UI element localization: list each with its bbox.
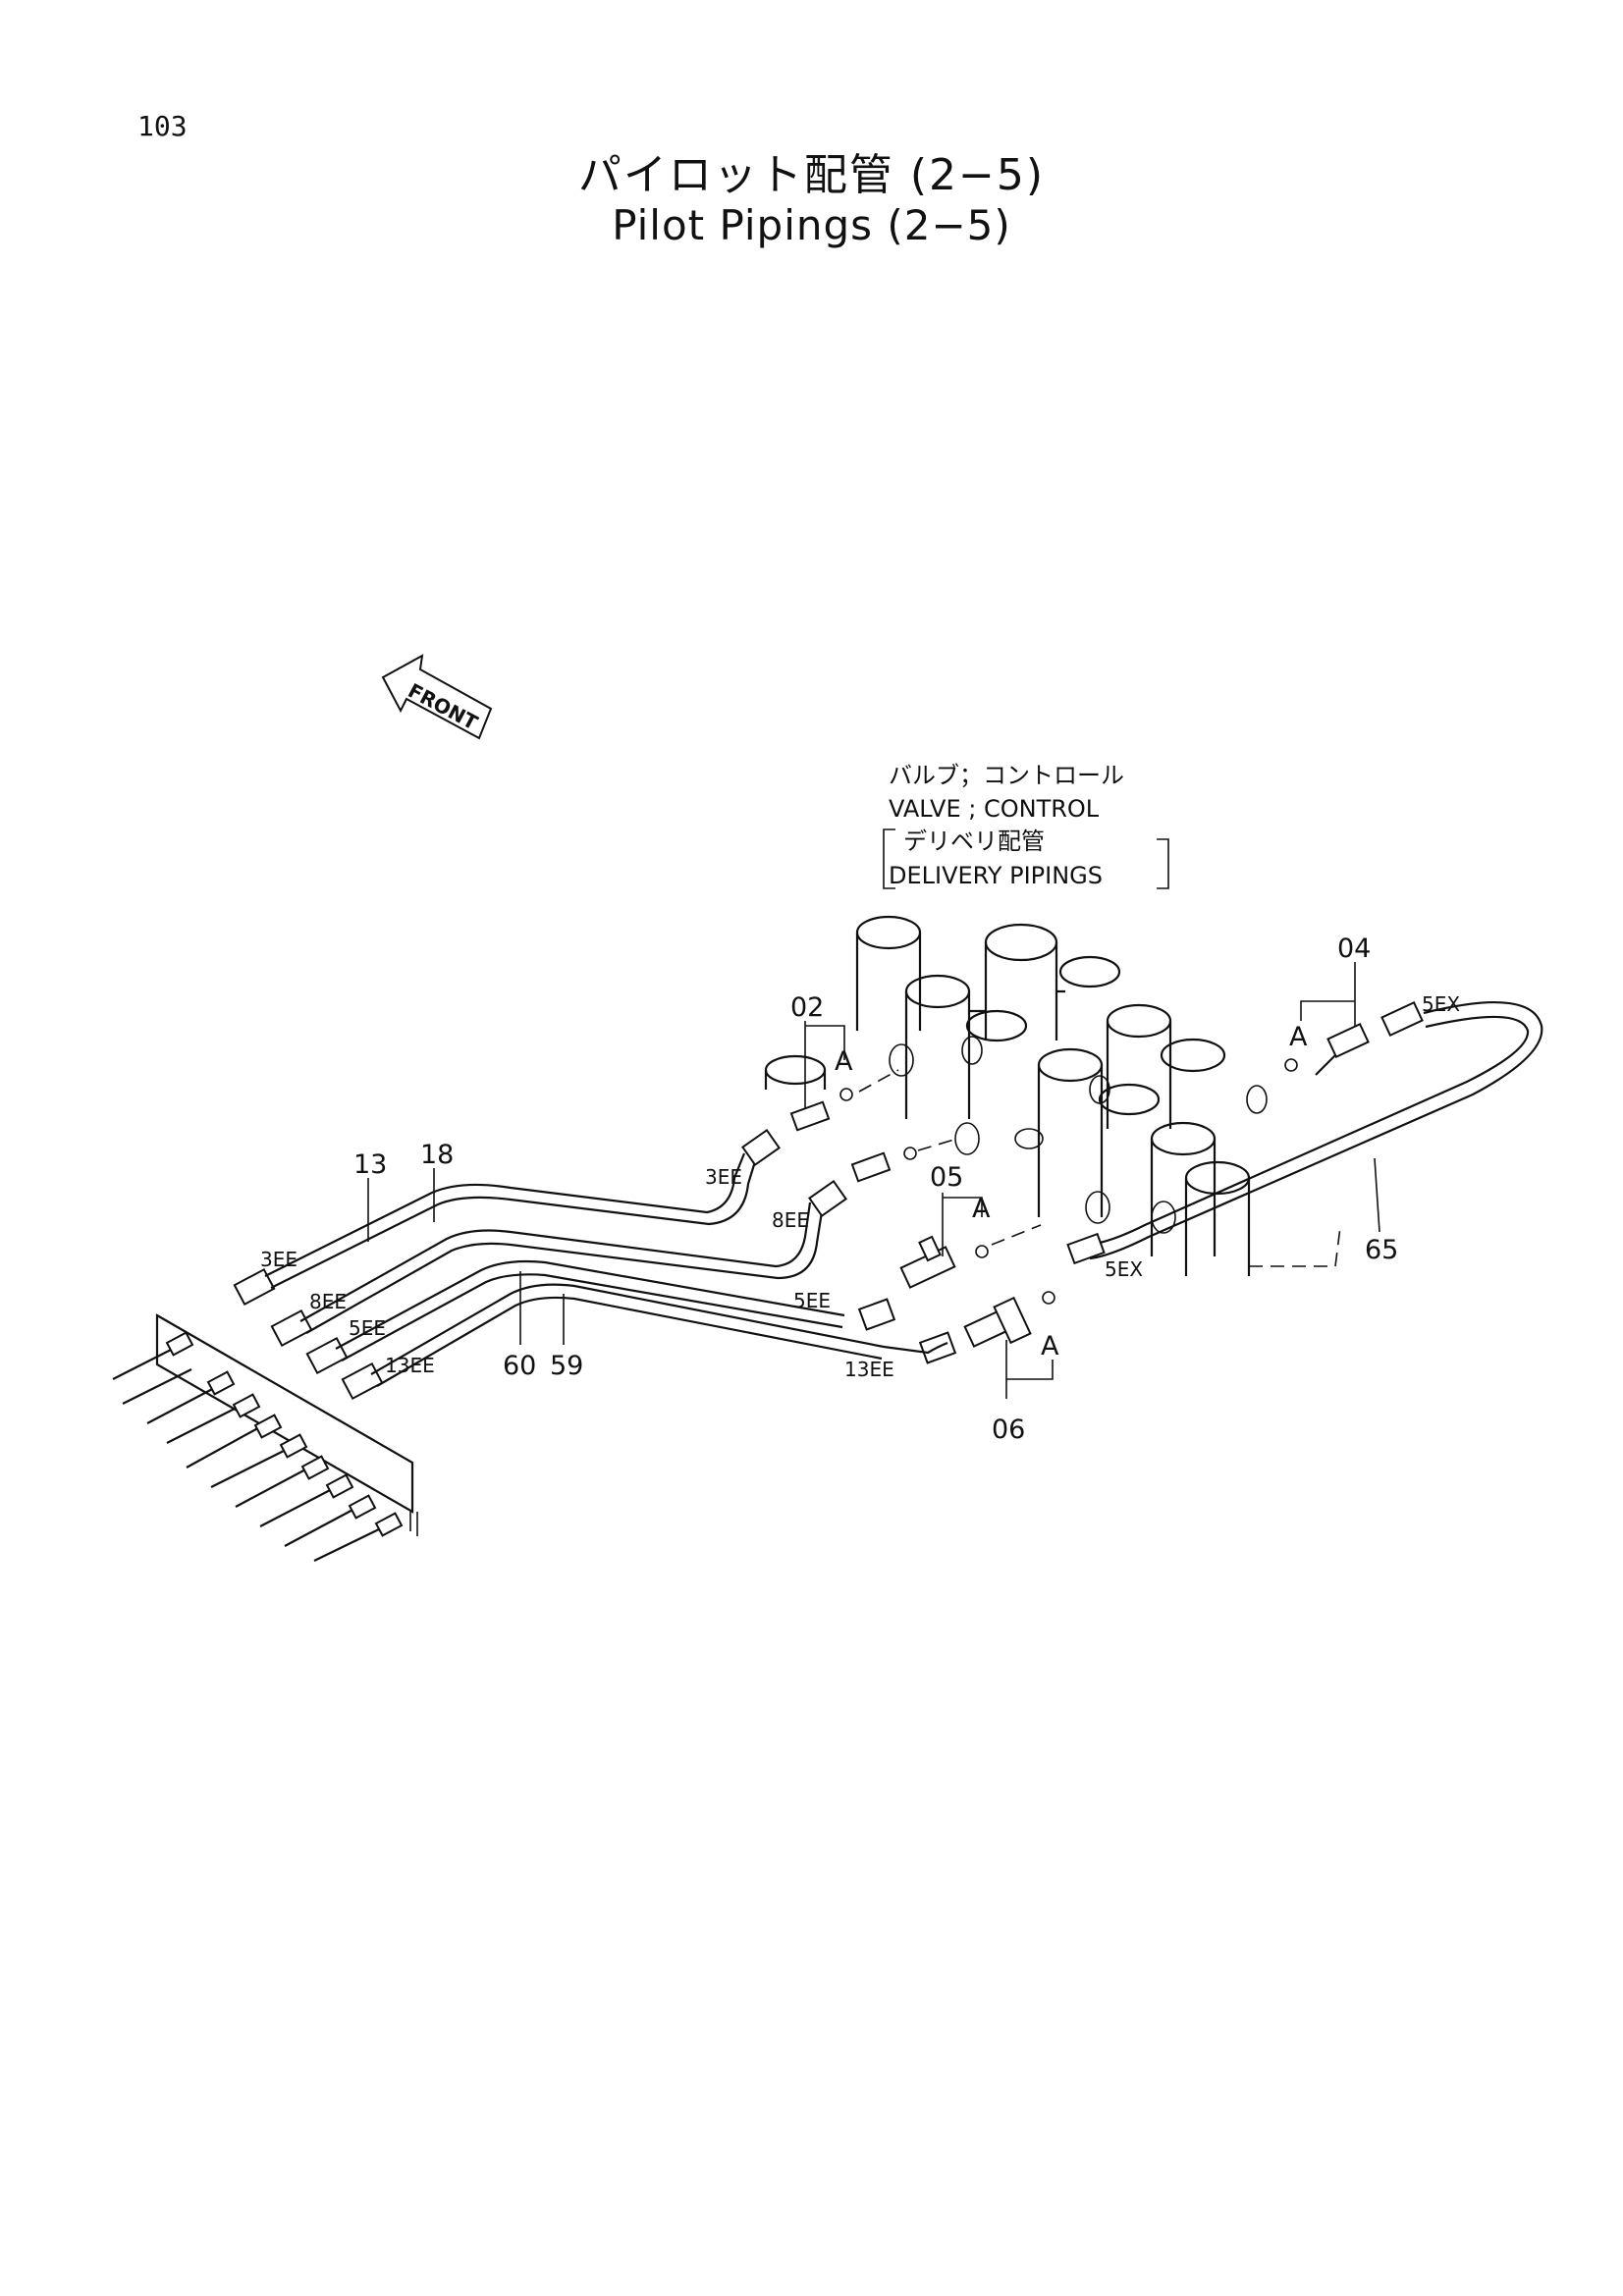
hose-65: [1089, 1001, 1543, 1260]
hose-13-outer: [270, 1157, 758, 1289]
callout-02: 02: [790, 992, 824, 1023]
hose-60-outer: [341, 1273, 843, 1362]
pilot-manifold-plate: [155, 1313, 418, 1536]
valve-note-bracket-right: [1157, 838, 1169, 889]
fitting-3ee-right: [741, 1128, 781, 1167]
hose-60: [335, 1259, 845, 1350]
valve-note-line3: デリベリ配管: [903, 828, 1045, 855]
callout-06: 06: [992, 1415, 1025, 1445]
callout-02-leader: [804, 1021, 845, 1109]
lower-left-hose-stubs: [112, 1331, 404, 1562]
hose-18-outer: [305, 1204, 825, 1334]
fitting-label-8ee-left: 8EE: [309, 1290, 347, 1313]
valve-note-line1: バルブ；コントロール: [889, 762, 1124, 789]
fitting-label-5ex-top: 5EX: [1422, 992, 1460, 1016]
fitting-label-3ee-right: 3EE: [705, 1165, 742, 1189]
fitting-label-3ee-left: 3EE: [260, 1248, 298, 1271]
callout-65: 65: [1365, 1235, 1398, 1265]
page-title-english: Pilot Pipings (2−5): [612, 201, 1011, 249]
view-a-label-2: A: [1289, 1022, 1308, 1052]
valve-note-line2: VALVE ; CONTROL: [889, 795, 1100, 823]
fitting-label-13ee-right: 13EE: [844, 1358, 894, 1381]
fitting-label-5ex-mid: 5EX: [1105, 1257, 1143, 1281]
fitting-5ex-mid: [1066, 1232, 1106, 1265]
callout-65-leader: [1374, 1157, 1380, 1233]
callout-60: 60: [503, 1351, 536, 1381]
callout-59: 59: [550, 1351, 583, 1381]
part-02-connector: [789, 1069, 958, 1183]
control-valve-block: [764, 915, 1341, 1276]
hose-59: [370, 1283, 885, 1375]
hose-65-outer: [1087, 1015, 1530, 1247]
part-06-tee: [963, 1291, 1055, 1399]
view-a-label-4: A: [1041, 1331, 1059, 1362]
hose-13: [264, 1152, 746, 1277]
hose-18: [299, 1201, 812, 1322]
callout-05: 05: [930, 1162, 963, 1193]
callout-18: 18: [420, 1140, 454, 1170]
fitting-label-13ee-left: 13EE: [385, 1354, 435, 1377]
page-number: 103: [137, 110, 188, 142]
part-05-tee: [899, 1193, 1042, 1289]
page-title-japanese: パイロット配管 (2−5): [577, 150, 1046, 200]
fitting-label-5ee-left: 5EE: [349, 1316, 386, 1340]
callout-04: 04: [1337, 934, 1371, 964]
valve-note-line4: DELIVERY PIPINGS: [889, 862, 1103, 889]
callout-13: 13: [353, 1149, 387, 1180]
hose-59-outer: [376, 1296, 883, 1387]
fitting-5ee-right: [857, 1298, 896, 1331]
fitting-8ee-right: [808, 1179, 847, 1218]
fitting-label-8ee-right: 8EE: [772, 1208, 809, 1232]
front-arrow-icon: FRONT: [381, 654, 493, 740]
part-04-elbow: [1284, 962, 1424, 1076]
view-a-label-1: A: [835, 1046, 853, 1077]
valve-note-bracket-left: [883, 828, 895, 889]
fitting-label-5ee-right: 5EE: [793, 1289, 831, 1312]
view-a-label-3: A: [972, 1194, 991, 1224]
